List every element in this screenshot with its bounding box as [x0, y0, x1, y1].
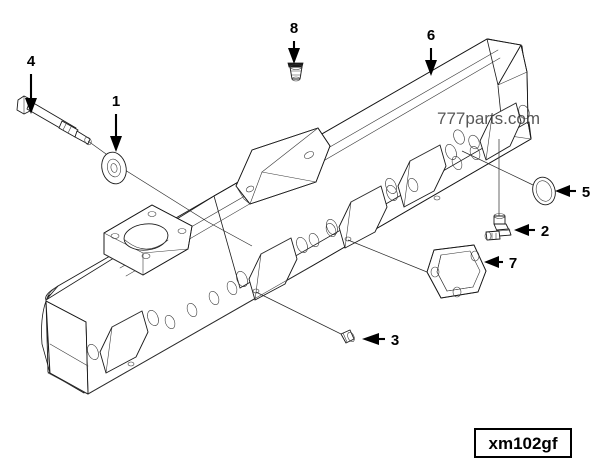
drawing-code-text: xm102gf	[489, 434, 558, 453]
callout-5-label: 5	[582, 184, 590, 201]
access-port-1	[87, 310, 159, 374]
callout-1: 1	[110, 93, 122, 152]
callout-7-label: 7	[509, 255, 517, 272]
washer-part	[101, 151, 127, 185]
callout-6-label: 6	[427, 27, 435, 44]
access-port-4	[385, 144, 457, 208]
callout-1-label: 1	[112, 93, 120, 110]
callout-8: 8	[288, 20, 300, 64]
callout-4: 4	[25, 53, 37, 114]
mounting-pad	[103, 204, 193, 276]
beam-holes	[127, 129, 481, 367]
callout-3: 3	[362, 332, 399, 349]
o-ring-part	[461, 150, 556, 206]
callout-7: 7	[484, 255, 517, 272]
callout-5: 5	[555, 184, 590, 201]
cover-plate-part	[347, 239, 487, 299]
drawing-code-box: xm102gf	[474, 428, 572, 458]
callout-2: 2	[514, 223, 549, 240]
access-port-2	[236, 237, 308, 301]
top-boss	[235, 127, 331, 205]
callout-2-label: 2	[541, 223, 549, 240]
callout-3-label: 3	[391, 332, 399, 349]
frame-beam-part	[41, 38, 532, 395]
access-port-5	[468, 102, 530, 161]
plug-part	[255, 291, 355, 344]
plug-cap-part	[287, 62, 304, 82]
callout-8-label: 8	[290, 20, 298, 37]
watermark-text: 777parts.com	[437, 109, 540, 128]
leader-lines	[207, 221, 253, 247]
grease-fitting-part	[484, 139, 512, 241]
callout-4-label: 4	[27, 53, 36, 70]
beam-left-end	[41, 286, 89, 395]
callout-6: 6	[425, 27, 437, 76]
